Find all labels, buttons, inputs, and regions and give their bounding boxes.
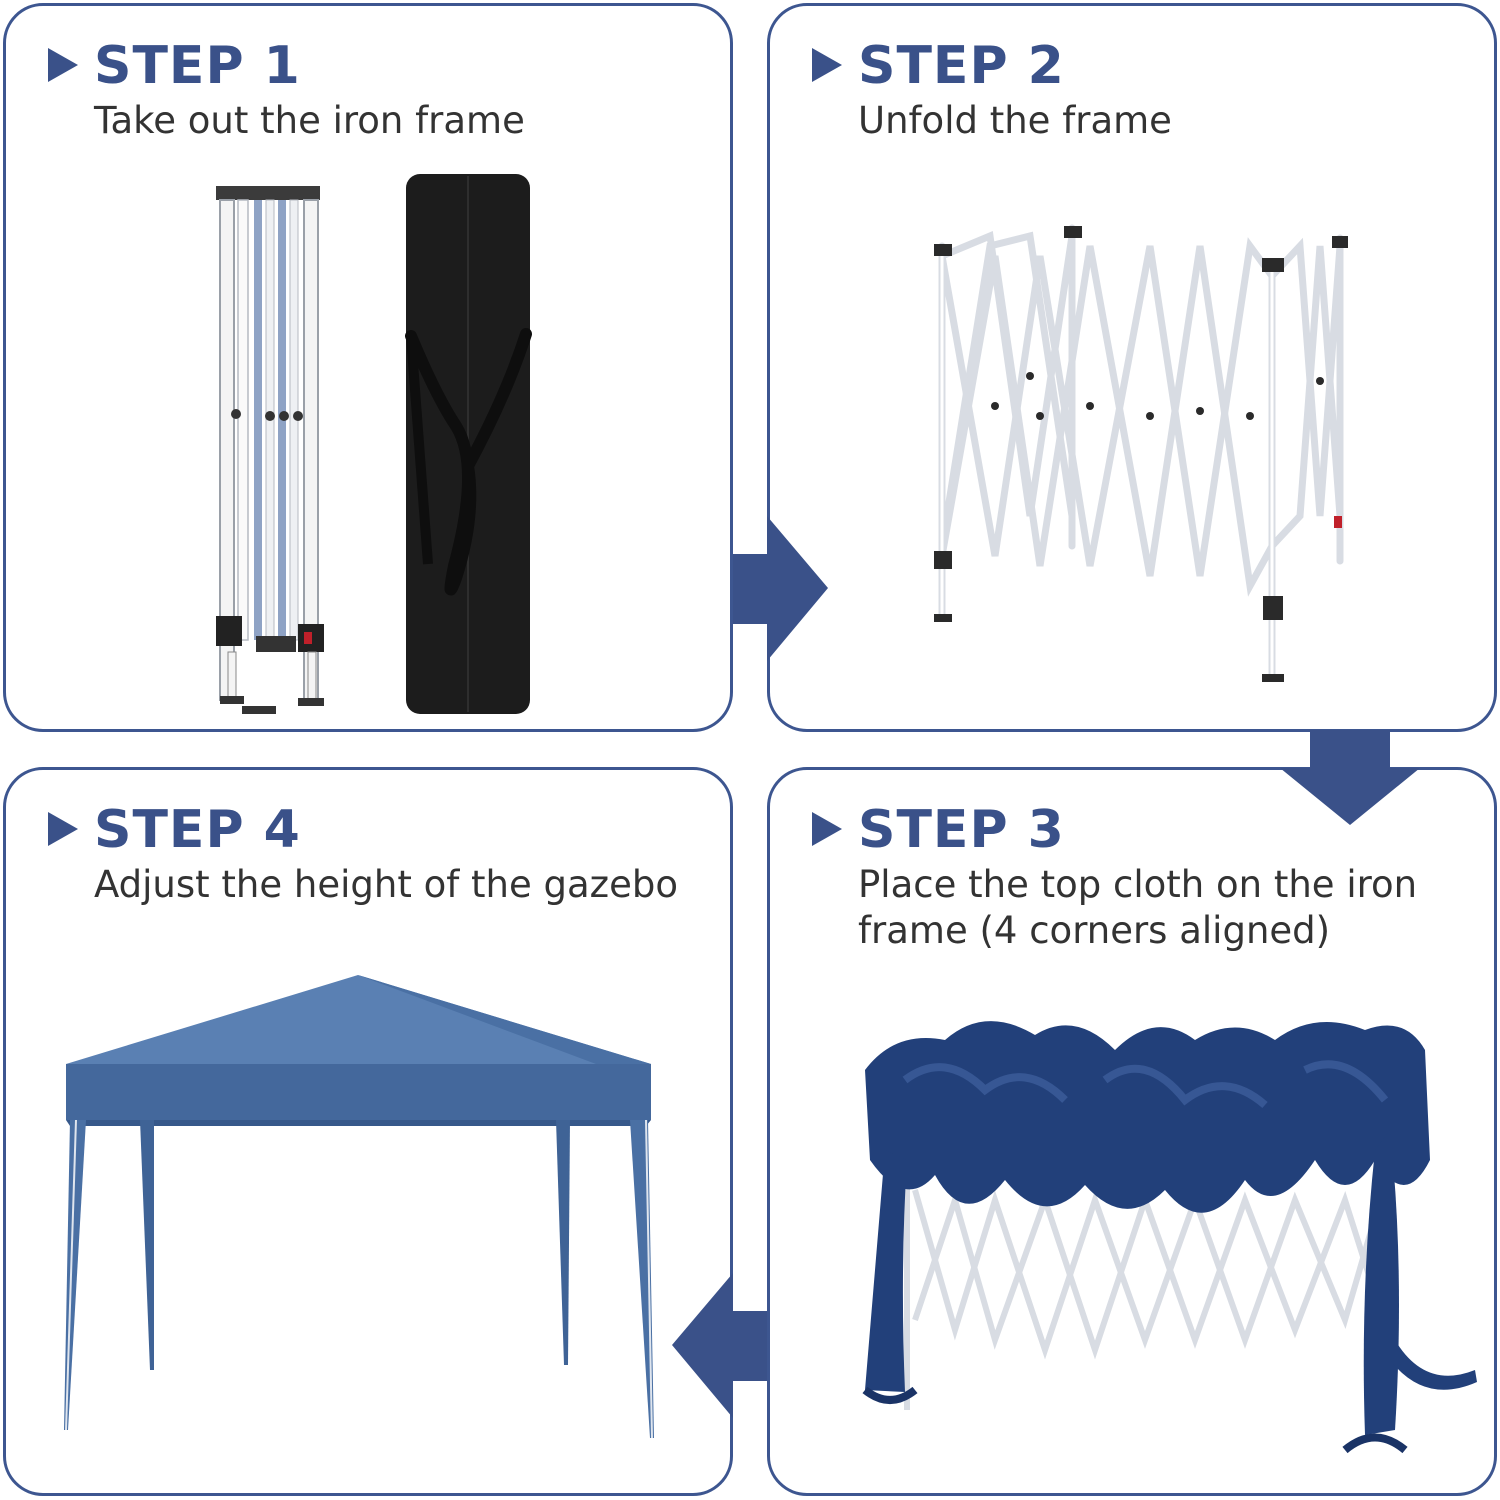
- folded-frame-and-bag-image: [216, 174, 532, 714]
- play-triangle-icon: [812, 48, 842, 82]
- play-triangle-icon: [48, 48, 78, 82]
- play-triangle-icon: [48, 812, 78, 846]
- arrow-right-icon: [733, 516, 828, 661]
- carry-bag-illustration: [405, 174, 532, 714]
- play-triangle-icon: [812, 812, 842, 846]
- step-4-description: Adjust the height of the gazebo: [94, 863, 678, 906]
- step-2-panel: STEP 2 Unfold the frame: [767, 3, 1497, 732]
- step-1-description: Take out the iron frame: [94, 99, 525, 142]
- step-3-title: STEP 3: [858, 800, 1065, 860]
- step-2-description: Unfold the frame: [858, 99, 1172, 142]
- step-1-title: STEP 1: [94, 36, 301, 96]
- step-3-panel: STEP 3 Place the top cloth on the iron f…: [767, 767, 1497, 1496]
- arrow-left-icon: [672, 1273, 767, 1418]
- step-4-title: STEP 4: [94, 800, 301, 860]
- step-2-title: STEP 2: [858, 36, 1065, 96]
- step-3-description: Place the top cloth on the iron frame (4…: [858, 863, 1418, 952]
- unfolded-frame-image: [934, 224, 1348, 682]
- frame-with-cloth-image: [862, 1021, 1477, 1454]
- step-1-panel: STEP 1 Take out the iron frame: [3, 3, 733, 732]
- arrow-down-icon: [1280, 730, 1420, 825]
- step-4-panel: STEP 4 Adjust the height of the gazebo: [3, 767, 733, 1496]
- folded-frame-illustration: [216, 186, 324, 714]
- assembled-gazebo-image: [64, 975, 654, 1439]
